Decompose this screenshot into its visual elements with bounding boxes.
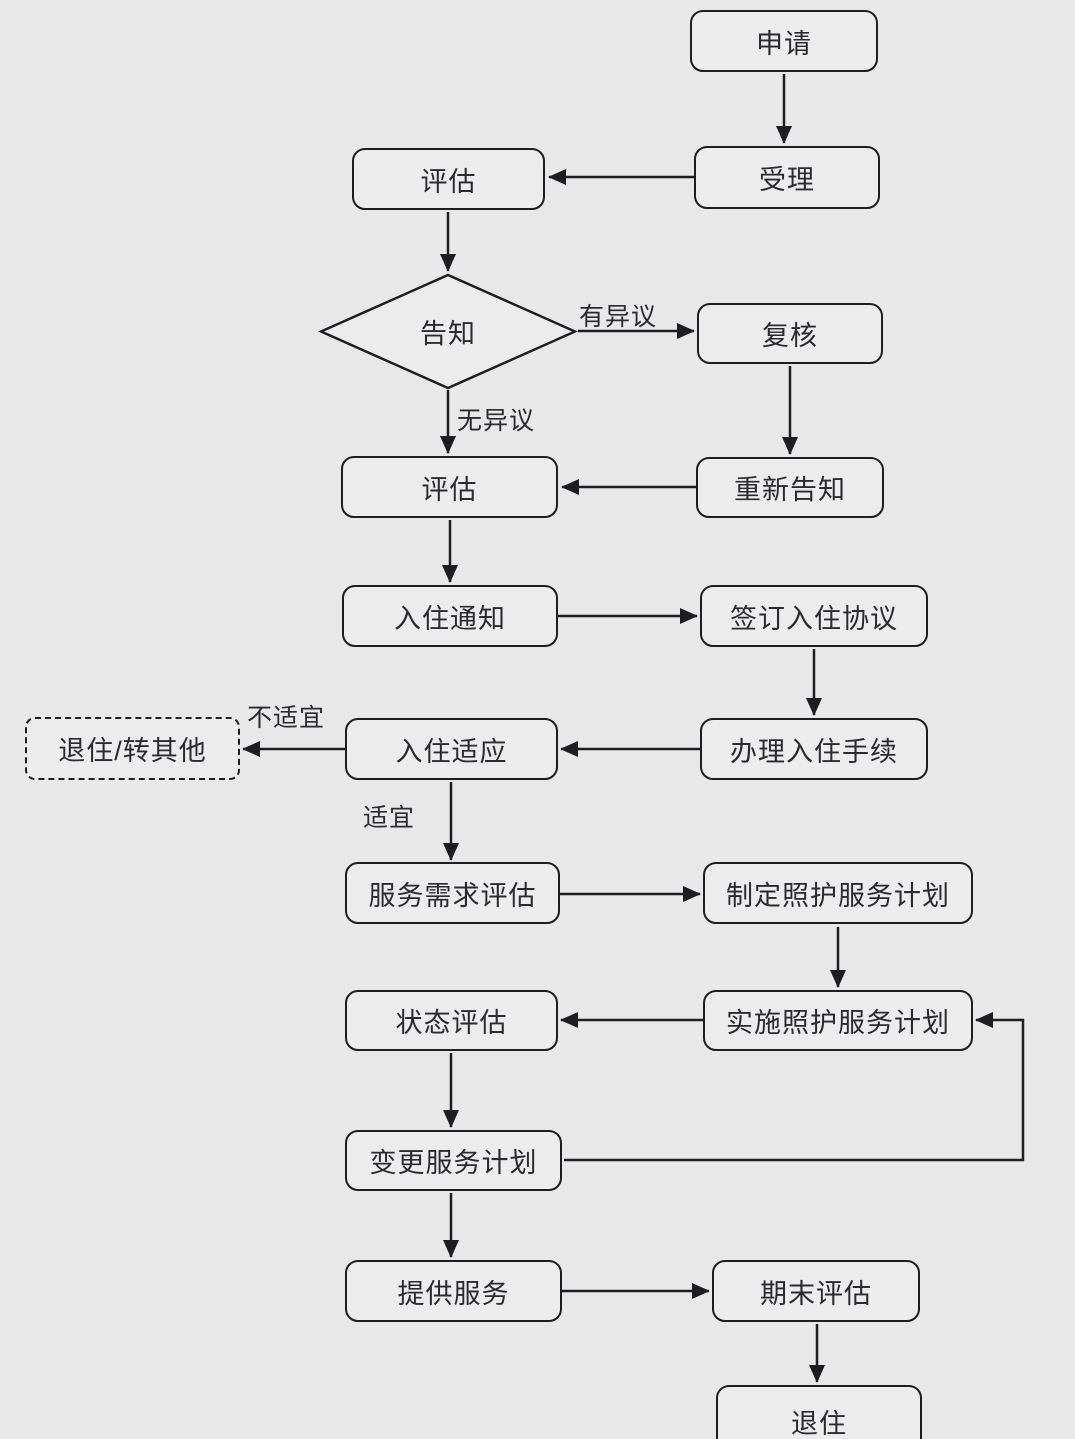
node-assess-2: 评估 xyxy=(341,456,558,518)
node-move-out: 退住 xyxy=(716,1385,922,1439)
node-status-assessment: 状态评估 xyxy=(345,990,558,1051)
node-needs-assessment: 服务需求评估 xyxy=(345,862,560,924)
node-make-plan: 制定照护服务计划 xyxy=(703,862,973,924)
node-adaptation: 入住适应 xyxy=(345,718,558,780)
diamond-label: 告知 xyxy=(420,319,476,349)
node-change-plan: 变更服务计划 xyxy=(345,1130,562,1191)
node-exit-transfer: 退住/转其他 xyxy=(25,717,240,780)
node-checkin-notice: 入住通知 xyxy=(342,585,558,647)
node-implement-plan: 实施照护服务计划 xyxy=(703,990,973,1051)
node-accept: 受理 xyxy=(694,146,880,209)
diamond-shape xyxy=(318,273,578,390)
node-review: 复核 xyxy=(697,303,883,364)
node-final-assessment: 期末评估 xyxy=(712,1260,920,1322)
edge-label-not-suitable: 不适宜 xyxy=(247,704,326,732)
node-provide-service: 提供服务 xyxy=(345,1260,562,1322)
node-checkin-procedure: 办理入住手续 xyxy=(700,718,928,780)
node-assess-1: 评估 xyxy=(352,148,545,210)
node-sign-agreement: 签订入住协议 xyxy=(700,585,928,647)
node-notify-decision: 告知 xyxy=(318,273,578,390)
node-apply: 申请 xyxy=(690,10,878,72)
node-renotify: 重新告知 xyxy=(696,457,884,518)
edge-label-suitable: 适宜 xyxy=(363,804,416,832)
edge-label-no-objection: 无异议 xyxy=(457,407,536,435)
edge-label-has-objection: 有异议 xyxy=(579,303,658,331)
